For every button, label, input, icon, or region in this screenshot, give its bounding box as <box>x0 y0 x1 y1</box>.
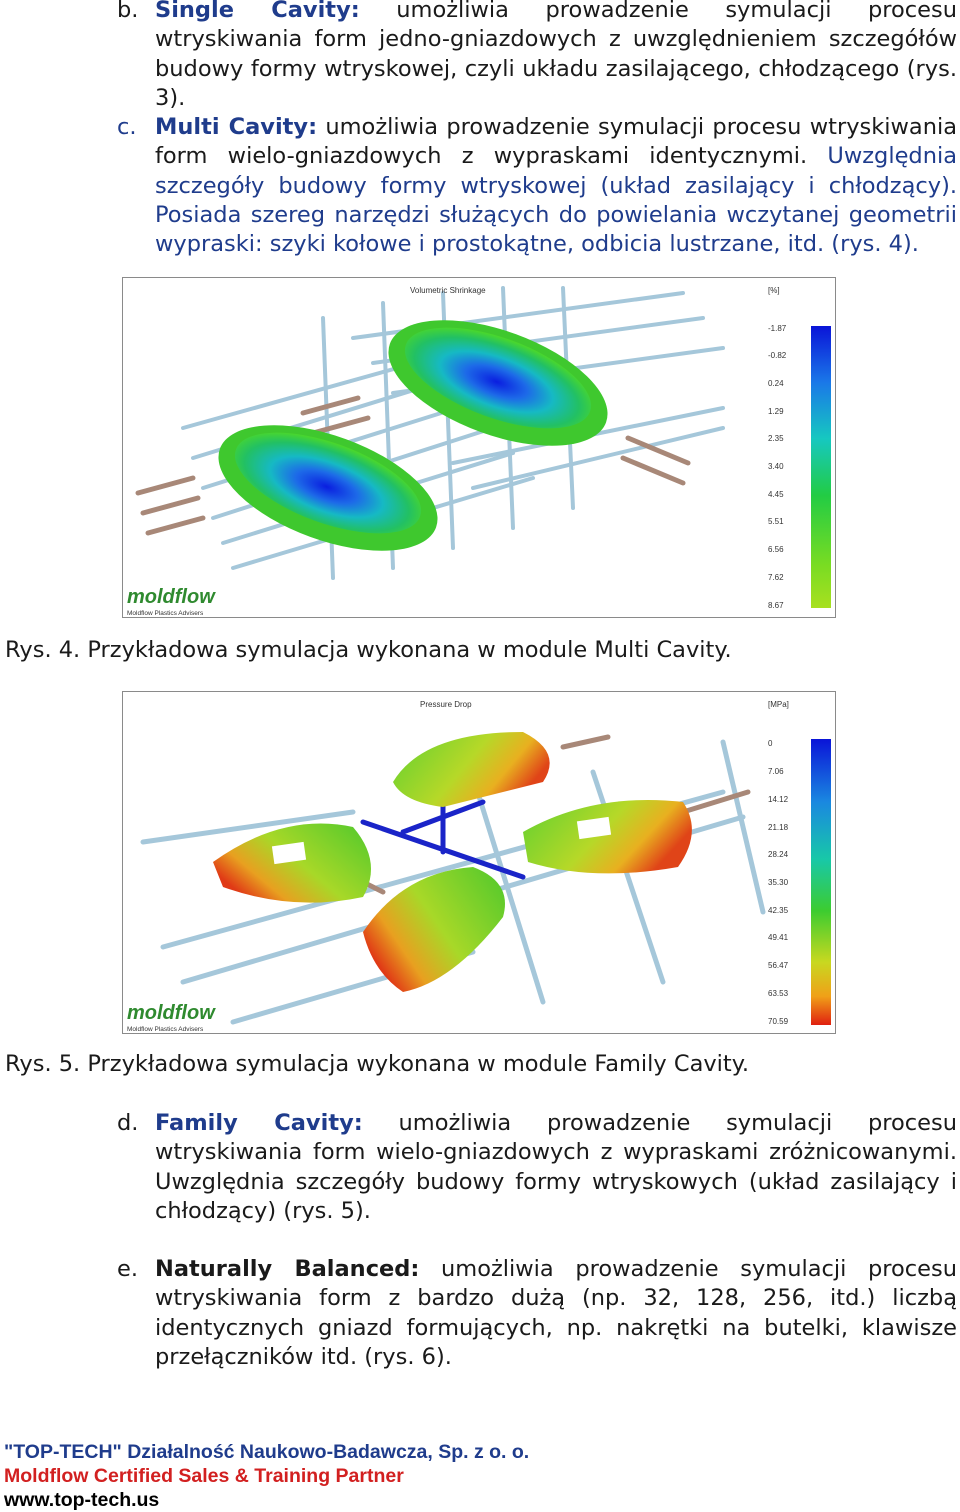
scale-unit: [MPa] <box>768 700 789 709</box>
svg-text:6.56: 6.56 <box>768 545 784 554</box>
term-family-cavity: Family Cavity: <box>155 1110 363 1136</box>
svg-text:1.29: 1.29 <box>768 407 784 416</box>
svg-text:Moldflow Plastics Advisers: Moldflow Plastics Advisers <box>127 1026 204 1033</box>
part-cavity-2 <box>388 320 608 446</box>
list-marker: d. <box>117 1110 139 1136</box>
list-item-text: Multi Cavity: umożliwia prowadzenie symu… <box>155 114 957 258</box>
svg-text:8.67: 8.67 <box>768 601 784 610</box>
scale-labels: -1.87 -0.82 0.24 1.29 2.35 3.40 4.45 5.5… <box>768 324 787 610</box>
footer-company: "TOP-TECH" Działalność Naukowo-Badawcza,… <box>4 1441 530 1463</box>
footer-partner: Moldflow Certified Sales & Training Part… <box>4 1465 404 1487</box>
term-single-cavity: Single Cavity: <box>155 0 360 23</box>
part-cavity-1 <box>218 425 438 551</box>
svg-text:4.45: 4.45 <box>768 490 784 499</box>
part-frame-right <box>523 800 692 874</box>
list-marker: b. <box>117 0 139 23</box>
svg-text:56.47: 56.47 <box>768 961 789 970</box>
color-scale-bar <box>811 739 831 1025</box>
svg-text:14.12: 14.12 <box>768 795 789 804</box>
figure-caption-4: Rys. 4. Przykładowa symulacja wykonana w… <box>5 637 732 663</box>
svg-text:0.24: 0.24 <box>768 379 784 388</box>
term-naturally-balanced: Naturally Balanced: <box>155 1256 420 1282</box>
svg-text:7.06: 7.06 <box>768 767 784 776</box>
part-frame-left <box>213 823 371 903</box>
figure-multi-cavity: Volumetric Shrinkage [%] -1.87 -0.82 0.2… <box>122 277 836 618</box>
svg-text:49.41: 49.41 <box>768 933 789 942</box>
svg-text:-0.82: -0.82 <box>768 351 787 360</box>
baffles <box>135 395 691 536</box>
term-multi-cavity: Multi Cavity: <box>155 114 318 140</box>
svg-text:7.62: 7.62 <box>768 573 784 582</box>
scale-labels: 0 7.06 14.12 21.18 28.24 35.30 42.35 49.… <box>768 739 789 1026</box>
list-item-text: Naturally Balanced: umożliwia prowadzeni… <box>155 1256 957 1370</box>
color-scale-bar <box>811 326 831 608</box>
scale-unit: [%] <box>768 286 780 295</box>
svg-text:42.35: 42.35 <box>768 906 789 915</box>
part-cap-bottom <box>363 867 505 992</box>
svg-text:70.59: 70.59 <box>768 1017 789 1026</box>
svg-text:-1.87: -1.87 <box>768 324 787 333</box>
svg-text:Moldflow Plastics Advisers: Moldflow Plastics Advisers <box>127 610 204 617</box>
svg-text:63.53: 63.53 <box>768 989 789 998</box>
svg-text:5.51: 5.51 <box>768 517 784 526</box>
svg-text:0: 0 <box>768 739 773 748</box>
list-item-text: Family Cavity: umożliwia prowadzenie sym… <box>155 1110 957 1224</box>
part-cap-top <box>393 732 550 807</box>
plot-title: Volumetric Shrinkage <box>410 286 486 295</box>
list-marker: e. <box>117 1256 138 1282</box>
list-item-text: Single Cavity: umożliwia prowadzenie sym… <box>155 0 957 113</box>
svg-text:35.30: 35.30 <box>768 878 789 887</box>
list-marker: c. <box>117 114 137 140</box>
figure-family-cavity: Pressure Drop [MPa] 0 7.06 14.12 21.18 2… <box>122 691 836 1034</box>
svg-text:21.18: 21.18 <box>768 823 789 832</box>
moldflow-logo: moldflow Moldflow Plastics Advisers <box>127 1002 216 1033</box>
footer-url[interactable]: www.top-tech.us <box>4 1489 160 1511</box>
svg-text:28.24: 28.24 <box>768 850 789 859</box>
svg-text:moldflow: moldflow <box>127 586 216 608</box>
figure-caption-5: Rys. 5. Przykładowa symulacja wykonana w… <box>5 1051 750 1077</box>
svg-text:2.35: 2.35 <box>768 434 784 443</box>
plot-title: Pressure Drop <box>420 700 472 709</box>
svg-text:3.40: 3.40 <box>768 462 784 471</box>
svg-text:moldflow: moldflow <box>127 1002 216 1024</box>
moldflow-logo: moldflow Moldflow Plastics Advisers <box>127 586 216 617</box>
